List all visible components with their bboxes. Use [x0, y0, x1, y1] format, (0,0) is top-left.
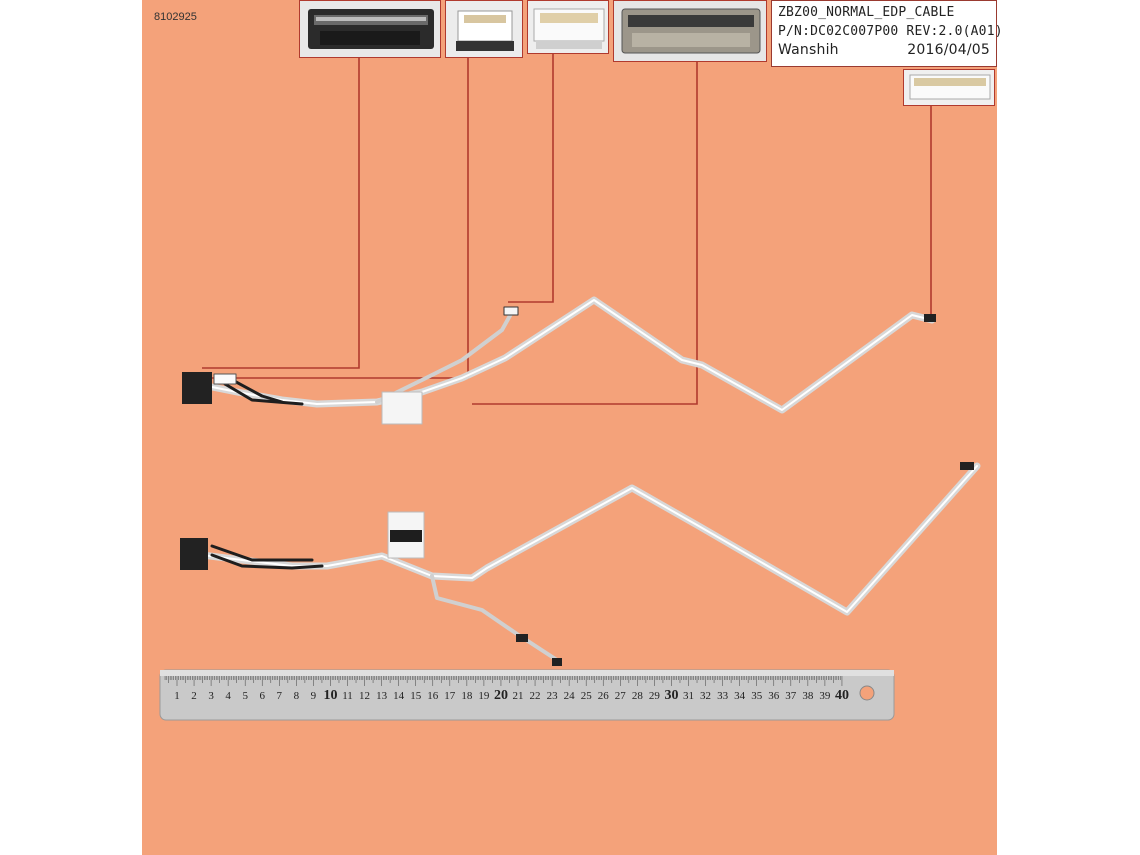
- callout-line-2: [205, 58, 469, 379]
- ruler-number: 33: [717, 690, 729, 702]
- ruler-number: 25: [581, 690, 593, 702]
- connector-detail-4: [613, 0, 767, 62]
- ruler-number: 28: [632, 690, 644, 702]
- ruler-number: 18: [461, 690, 473, 702]
- white-connector-icon: [533, 8, 605, 49]
- bottom-cable-edp-connector: [180, 538, 208, 570]
- ruler-number: 11: [342, 690, 353, 702]
- ruler-number: 13: [376, 690, 388, 702]
- ruler-number: 26: [598, 690, 610, 702]
- callout-line-3: [508, 54, 554, 303]
- label-maker-row: Wanshih 2016/04/05: [778, 41, 990, 60]
- ruler-number: 14: [393, 690, 405, 702]
- small-connector-icon: [456, 10, 514, 51]
- label-date: 2016/04/05: [907, 42, 990, 58]
- ruler-number: 21: [513, 690, 524, 702]
- ruler-number: 1: [174, 690, 180, 702]
- ruler-number: 6: [260, 690, 266, 702]
- part-label: ZBZ00_NORMAL_EDP_CABLE P/N:DC02C007P00 R…: [771, 0, 1003, 67]
- ruler-number: 3: [208, 690, 214, 702]
- ruler-number: 29: [649, 690, 661, 702]
- ruler-number: 34: [734, 690, 746, 702]
- ruler-number: 4: [225, 690, 231, 702]
- connector-detail-5: [903, 69, 995, 106]
- ruler-number: 36: [768, 690, 780, 702]
- ruler-number: 38: [802, 690, 814, 702]
- callout-line-1: [202, 58, 360, 369]
- ruler-number: 2: [191, 690, 197, 702]
- connector-detail-3: [527, 0, 609, 54]
- label-part-name: ZBZ00_NORMAL_EDP_CABLE: [778, 5, 955, 20]
- ruler-number: 22: [530, 690, 541, 702]
- connector-detail-1: [299, 0, 441, 58]
- ruler-number: 8: [294, 690, 300, 702]
- ruler-number: 27: [615, 690, 627, 702]
- ruler-number: 7: [277, 690, 283, 702]
- ruler-number: 40: [835, 688, 849, 703]
- ruler-number: 35: [751, 690, 763, 702]
- ruler-number: 30: [664, 688, 678, 703]
- bottom-cable: [180, 462, 981, 666]
- ruler-number: 10: [323, 688, 337, 703]
- right-connector-icon: [909, 74, 991, 100]
- label-part-number: P/N:DC02C007P00 REV:2.0(A01): [778, 24, 1003, 39]
- ruler-number: 24: [564, 690, 576, 702]
- edp-connector-icon: [308, 9, 434, 49]
- top-cable-edp-connector: [182, 372, 212, 404]
- top-cable: [182, 296, 936, 425]
- ruler-number: 5: [242, 690, 248, 702]
- ruler-number: 23: [547, 690, 559, 702]
- ruler-number: 12: [359, 690, 370, 702]
- ruler-number: 32: [700, 690, 711, 702]
- ruler-number: 31: [683, 690, 694, 702]
- ruler-ticks: [164, 676, 843, 686]
- ruler-number: 9: [311, 690, 317, 702]
- ruler-number: 37: [785, 690, 797, 702]
- ruler-hang-hole: [859, 685, 875, 701]
- connector-detail-2: [445, 0, 523, 58]
- callout-line-4: [472, 62, 698, 405]
- product-photo: 8102925 ZBZ00_NORMAL_EDP_CABLE: [142, 0, 1003, 855]
- ruler-number: 20: [494, 688, 508, 703]
- metal-connector-icon: [621, 8, 761, 54]
- ruler-number: 16: [427, 690, 439, 702]
- ruler-number: 39: [819, 690, 831, 702]
- ruler-number: 15: [410, 690, 422, 702]
- ruler-number: 17: [444, 690, 456, 702]
- sku-number: 8102925: [154, 11, 197, 23]
- ruler-number: 19: [478, 690, 490, 702]
- callout-lines: [202, 54, 932, 405]
- label-maker: Wanshih: [778, 42, 839, 58]
